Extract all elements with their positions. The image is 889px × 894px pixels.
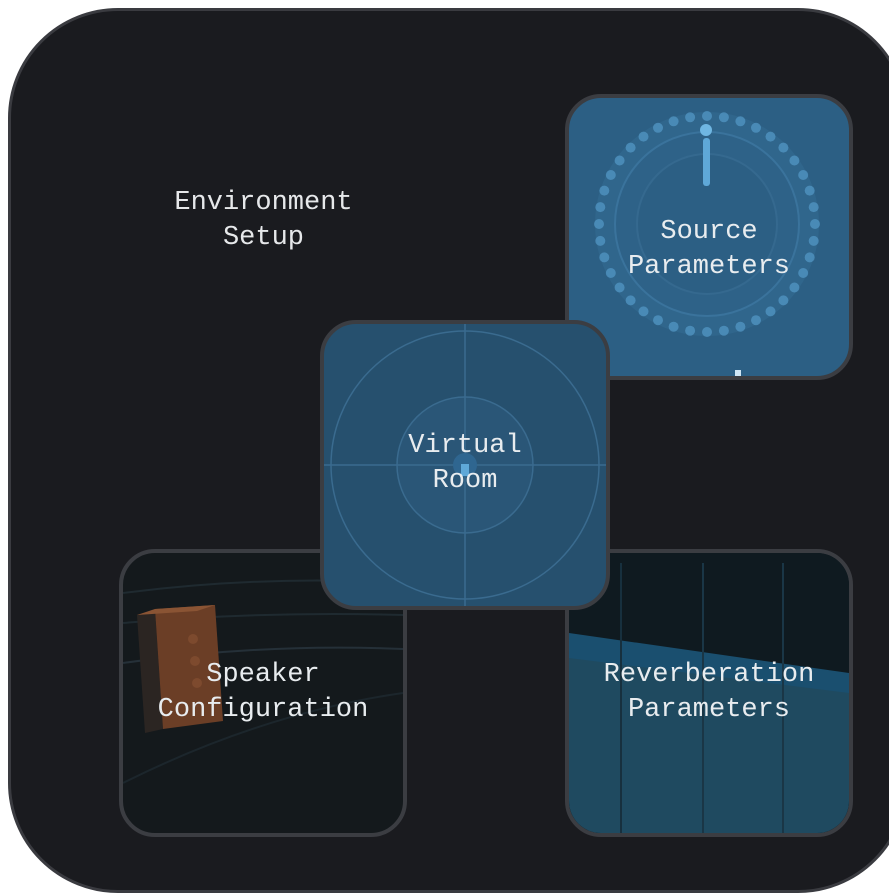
dial-dot [735, 321, 746, 332]
dial-dot [718, 112, 729, 123]
dial-dot [765, 131, 776, 142]
dial-dot [808, 235, 819, 246]
speaker-configuration-tile[interactable]: Speaker Configuration [119, 549, 407, 837]
virtual-room-label: Virtual Room [408, 431, 522, 496]
dial-dot [594, 219, 604, 229]
dial-dot [751, 315, 761, 326]
dial-dot [778, 142, 789, 153]
dial-dot [625, 295, 636, 306]
environment-panel: Environment Setup Source Parameters [8, 8, 889, 893]
dial-dot [702, 327, 712, 337]
dial-dot [798, 268, 809, 278]
dial-dot [685, 112, 696, 123]
dial-dot [810, 219, 820, 229]
dial-dot [653, 315, 663, 326]
dial-dot [685, 325, 696, 336]
dial-dot [599, 185, 610, 196]
speaker-cabinet-icon [123, 579, 403, 784]
dial-dot [653, 122, 663, 133]
dial-dot [638, 306, 649, 317]
dial-dot [804, 185, 815, 196]
reverberation-parameters-label: Reverberation Parameters [603, 660, 815, 725]
dial-dot [605, 170, 616, 180]
room-radar-icon [324, 324, 606, 606]
dial-dot [778, 295, 789, 306]
dial-knob-icon [594, 111, 820, 376]
dial-dot [702, 111, 712, 121]
reverberation-parameters-tile[interactable]: Reverberation Parameters [565, 549, 853, 837]
dial-dot [638, 131, 649, 142]
environment-setup-label: Environment Setup [174, 188, 353, 253]
dial-dot [614, 282, 625, 293]
dial-dot [735, 116, 746, 127]
dial-dot [804, 252, 815, 263]
dial-dot [614, 155, 625, 166]
dial-dot [789, 155, 800, 166]
speaker-configuration-label: Speaker Configuration [157, 660, 369, 725]
dial-dot [599, 252, 610, 263]
dial-dot [789, 282, 800, 293]
source-parameters-tile[interactable]: Source Parameters [565, 94, 853, 380]
dial-dot [605, 268, 616, 278]
reverb-waveform-icon [569, 553, 849, 833]
dial-dot [625, 142, 636, 153]
dial-dot [668, 116, 679, 127]
source-parameters-label: Source Parameters [627, 217, 791, 282]
dial-dot [718, 325, 729, 336]
virtual-room-tile[interactable]: Virtual Room [320, 320, 610, 610]
dial-dot [798, 170, 809, 180]
dial-dot [595, 202, 606, 213]
dial-dot [668, 321, 679, 332]
dial-dot [808, 202, 819, 213]
dial-dot [751, 122, 761, 133]
dial-dot [765, 306, 776, 317]
dial-dot [595, 235, 606, 246]
